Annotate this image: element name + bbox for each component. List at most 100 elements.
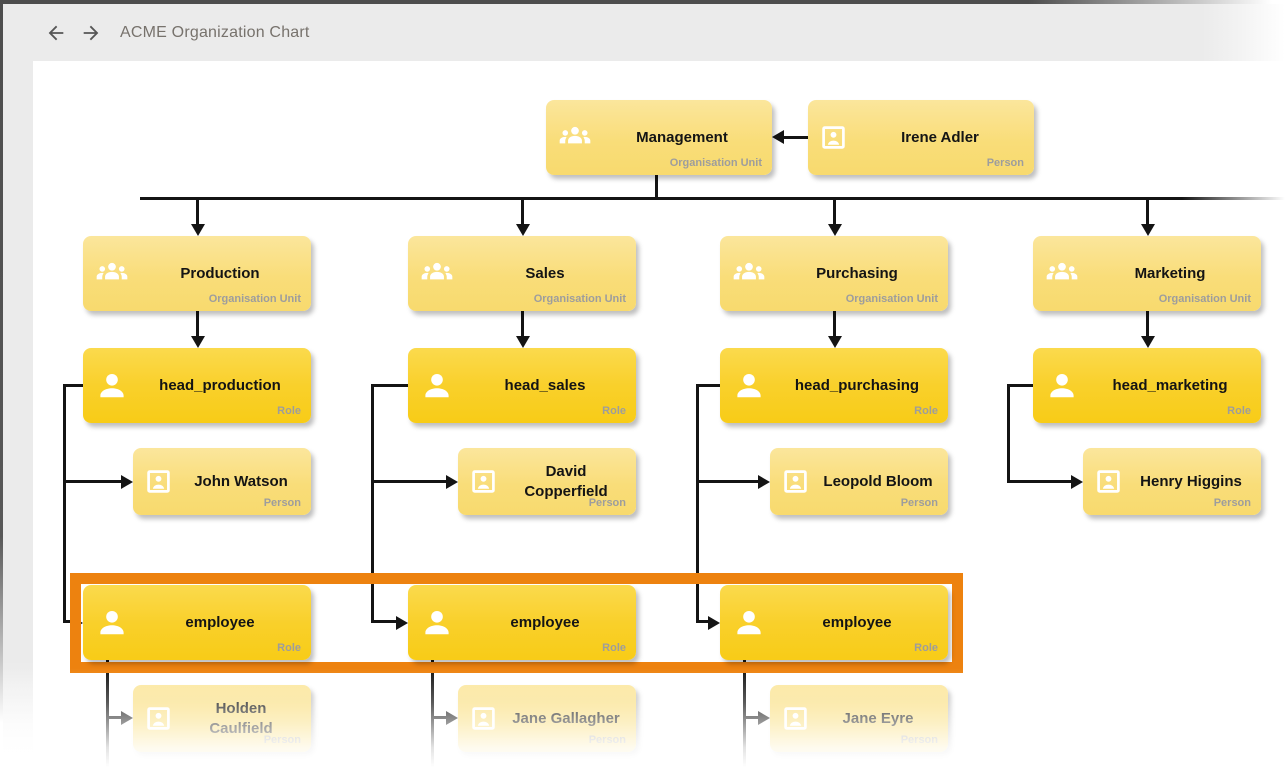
arrowhead-right	[446, 475, 458, 489]
arrowhead-right	[396, 616, 408, 630]
connector-line	[696, 384, 720, 387]
arrowhead-down	[515, 336, 530, 348]
portrait-icon	[133, 705, 183, 732]
node-label: Leopold Bloom	[823, 472, 933, 490]
connector-line	[371, 384, 408, 387]
highlight-box	[70, 573, 963, 673]
node-label: Jane Eyre	[842, 709, 914, 727]
node-type-label: Person	[263, 497, 301, 509]
arrowhead-down	[190, 224, 205, 236]
node-type-label: Role	[602, 642, 626, 654]
node-label: head_sales	[504, 376, 586, 394]
connector-line	[106, 716, 122, 719]
node-label: Purchasing	[816, 264, 898, 282]
portrait-icon	[133, 468, 183, 495]
connector-line	[696, 620, 709, 623]
window-frame-left	[0, 0, 3, 745]
person-icon	[408, 606, 466, 640]
connector-line	[371, 480, 447, 483]
connector-line	[63, 480, 122, 483]
connector-line	[371, 620, 397, 623]
node-type-label: Role	[602, 405, 626, 417]
connector-line	[431, 716, 447, 719]
person-icon	[408, 369, 466, 403]
forward-button[interactable]	[80, 22, 102, 44]
page-title: ACME Organization Chart	[120, 23, 310, 41]
node-type-label: Role	[914, 405, 938, 417]
node-label: employee	[185, 613, 255, 631]
arrowhead-right	[121, 475, 133, 489]
arrowhead-down	[1140, 224, 1155, 236]
node-type-label: Organisation Unit	[1158, 293, 1251, 305]
node-label: John Watson	[194, 472, 288, 490]
node-type-label: Person	[900, 734, 938, 746]
connector-line	[833, 311, 836, 337]
arrowhead-down	[1140, 336, 1155, 348]
connector-line	[63, 620, 72, 623]
node-label: head_marketing	[1112, 376, 1228, 394]
groups-icon	[408, 258, 466, 290]
portrait-icon	[458, 468, 508, 495]
groups-icon	[1033, 258, 1091, 290]
portrait-icon	[770, 705, 820, 732]
connector-line	[743, 716, 759, 719]
connector-line	[521, 311, 524, 337]
node-label: Sales	[525, 264, 565, 282]
groups-icon	[83, 258, 141, 290]
node-type-label: Person	[986, 157, 1024, 169]
node-label: Marketing	[1134, 264, 1206, 282]
arrowhead-down	[515, 224, 530, 236]
window-frame-top	[0, 0, 1285, 4]
portrait-icon	[458, 705, 508, 732]
left-gutter	[3, 61, 33, 767]
node-type-label: Person	[588, 497, 626, 509]
connector-line	[1146, 200, 1149, 225]
connector-line	[431, 660, 434, 767]
person-icon	[83, 369, 141, 403]
connector-line	[521, 200, 524, 225]
connector-line	[1007, 384, 1033, 387]
node-type-label: Person	[588, 734, 626, 746]
node-label: Henry Higgins	[1140, 472, 1242, 490]
node-label: employee	[822, 613, 892, 631]
groups-icon	[546, 122, 604, 154]
node-type-label: Role	[1227, 405, 1251, 417]
portrait-icon	[770, 468, 820, 495]
connector-line	[783, 136, 808, 139]
connector-line	[371, 384, 374, 623]
arrow-left-icon	[45, 22, 67, 44]
arrowhead-down	[827, 224, 842, 236]
connector-line	[743, 660, 746, 767]
back-button[interactable]	[45, 22, 67, 44]
arrowhead-right	[758, 475, 770, 489]
connector-line	[196, 200, 199, 225]
connector-line	[655, 175, 658, 200]
node-label: head_purchasing	[794, 376, 920, 394]
person-icon	[1033, 369, 1091, 403]
node-label: Jane Gallagher	[512, 709, 620, 727]
connector-line	[1146, 311, 1149, 337]
groups-icon	[720, 258, 778, 290]
connector-line	[63, 384, 66, 623]
